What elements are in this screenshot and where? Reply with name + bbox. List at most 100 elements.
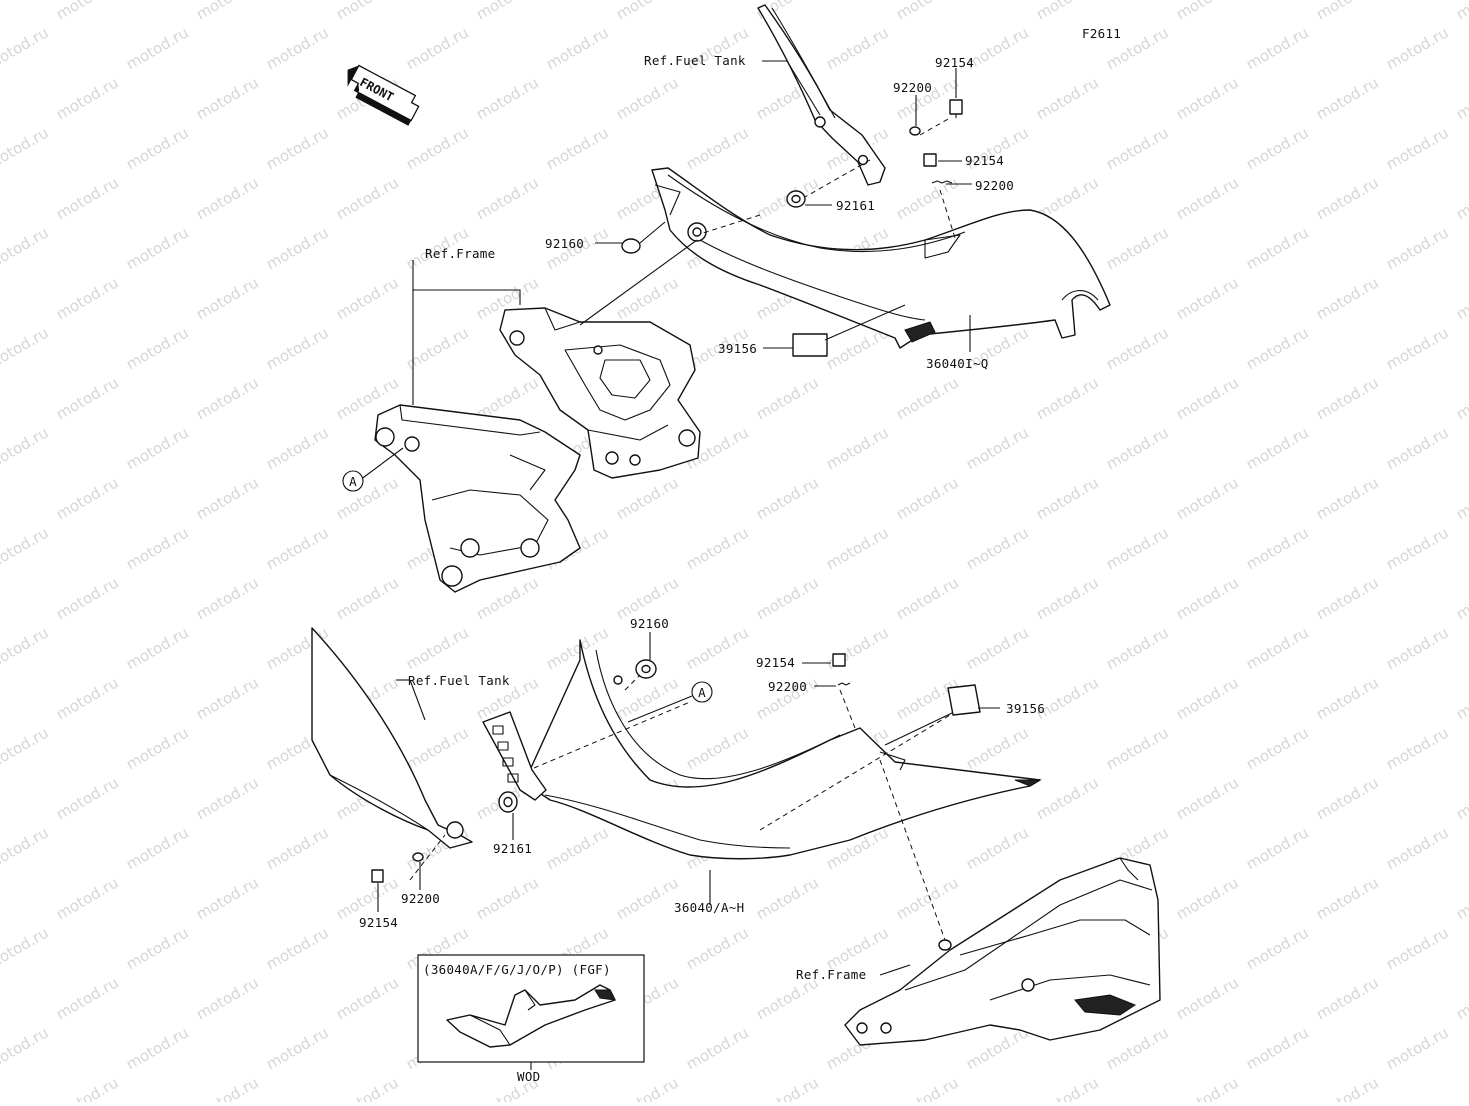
fasteners-upper [621, 99, 963, 357]
watermark-text: motod.ru [1103, 123, 1172, 173]
ref-a-bottom-marker: A [691, 681, 713, 703]
watermark-text: motod.ru [613, 73, 682, 123]
watermark-text: motod.ru [1453, 673, 1469, 723]
part-36040ah-label: 36040/A~H [674, 900, 744, 915]
side-cover-upper [651, 167, 1111, 349]
watermark-text: motod.ru [1383, 23, 1452, 73]
watermark-text: motod.ru [1313, 873, 1382, 923]
watermark-text: motod.ru [613, 473, 682, 523]
part-39156-bottom-label: 39156 [1006, 701, 1045, 716]
watermark-text: motod.ru [0, 23, 52, 73]
watermark-text: motod.ru [263, 823, 332, 873]
watermark-text: motod.ru [1033, 473, 1102, 523]
side-cover-lower [529, 639, 1042, 860]
watermark-text: motod.ru [893, 0, 962, 23]
watermark-text: motod.ru [473, 573, 542, 623]
watermark-text: motod.ru [1313, 473, 1382, 523]
ref-frame-bottom-label: Ref.Frame [796, 967, 866, 982]
watermark-text: motod.ru [403, 123, 472, 173]
watermark-text: motod.ru [193, 173, 262, 223]
watermark-text: motod.ru [1313, 573, 1382, 623]
watermark-text: motod.ru [123, 823, 192, 873]
watermark-text: motod.ru [683, 523, 752, 573]
watermark-text: motod.ru [1103, 323, 1172, 373]
watermark-text: motod.ru [1453, 273, 1469, 323]
part-92200-a-label: 92200 [893, 80, 932, 95]
cover-mount-bracket [482, 711, 547, 801]
watermark-text: motod.ru [193, 873, 262, 923]
fuel-tank-top [757, 4, 886, 186]
watermark-text: motod.ru [403, 723, 472, 773]
watermark-text: motod.ru [1313, 273, 1382, 323]
watermark-text: motod.ru [193, 673, 262, 723]
part-92161-bottom-label: 92161 [493, 841, 532, 856]
watermark-text: motod.ru [1243, 123, 1312, 173]
watermark-text: motod.ru [1173, 173, 1242, 223]
watermark-text: motod.ru [543, 823, 612, 873]
watermark-text: motod.ru [543, 23, 612, 73]
watermark-text: motod.ru [53, 173, 122, 223]
watermark-text: motod.ru [193, 1073, 262, 1102]
watermark-text: motod.ru [193, 973, 262, 1023]
watermark-text: motod.ru [263, 1023, 332, 1073]
part-92160-bottom-label: 92160 [630, 616, 669, 631]
watermark-text: motod.ru [1453, 473, 1469, 523]
watermark-text: motod.ru [193, 773, 262, 823]
watermark-text: motod.ru [823, 523, 892, 573]
watermark-text: motod.ru [1103, 523, 1172, 573]
watermark-text: motod.ru [1173, 573, 1242, 623]
watermark-text: motod.ru [1453, 73, 1469, 123]
watermark-text: motod.ru [1103, 423, 1172, 473]
watermark-text: motod.ru [333, 0, 402, 23]
watermark-text: motod.ru [893, 573, 962, 623]
inset-header: (36040A/F/G/J/O/P) (FGF) [423, 962, 611, 977]
watermark-text: motod.ru [263, 223, 332, 273]
watermark-text: motod.ru [53, 373, 122, 423]
watermark-text: motod.ru [753, 473, 822, 523]
watermark-text: motod.ru [753, 873, 822, 923]
inset-caption: WOD [517, 1069, 540, 1084]
watermark-text: motod.ru [473, 0, 542, 23]
watermark-text: motod.ru [613, 273, 682, 323]
watermark-text: motod.ru [893, 1073, 962, 1102]
watermark-text: motod.ru [963, 823, 1032, 873]
part-92154-a-label: 92154 [935, 55, 974, 70]
watermark-text: motod.ru [53, 473, 122, 523]
watermark-text: motod.ru [543, 123, 612, 173]
watermark-text: motod.ru [683, 123, 752, 173]
watermark-text: motod.ru [1313, 73, 1382, 123]
watermark-text: motod.ru [1033, 73, 1102, 123]
watermark-text: motod.ru [123, 123, 192, 173]
ref-a-top-label: A [349, 474, 357, 489]
watermark-text: motod.ru [1383, 823, 1452, 873]
watermark-text: motod.ru [1173, 73, 1242, 123]
watermark-text: motod.ru [1103, 723, 1172, 773]
watermark-text: motod.ru [683, 623, 752, 673]
watermark-text: motod.ru [1033, 773, 1102, 823]
watermark-text: motod.ru [123, 1023, 192, 1073]
ref-fuel-tank-bottom-label: Ref.Fuel Tank [408, 673, 510, 688]
watermark-text: motod.ru [1383, 423, 1452, 473]
watermark-text: motod.ru [963, 423, 1032, 473]
watermark-text: motod.ru [1313, 173, 1382, 223]
watermark-text: motod.ru [0, 1023, 52, 1073]
watermark-text: motod.ru [1243, 523, 1312, 573]
ref-a-top-marker: A [342, 470, 364, 492]
variant-inset: (36040A/F/G/J/O/P) (FGF) WOD [417, 954, 645, 1084]
watermark-text: motod.ru [893, 173, 962, 223]
part-92161-top-label: 92161 [836, 198, 875, 213]
watermark-text: motod.ru [0, 523, 52, 573]
watermark-text: motod.ru [1103, 623, 1172, 673]
watermark-text: motod.ru [53, 773, 122, 823]
part-92154-b-label: 92154 [965, 153, 1004, 168]
watermark-text: motod.ru [1243, 723, 1312, 773]
watermark-text: motod.ru [1243, 323, 1312, 373]
watermark-text: motod.ru [333, 573, 402, 623]
watermark-text: motod.ru [1243, 923, 1312, 973]
figure-code: F2611 [1082, 26, 1121, 41]
watermark-text: motod.ru [1173, 773, 1242, 823]
watermark-text: motod.ru [1453, 173, 1469, 223]
watermark-text: motod.ru [1173, 673, 1242, 723]
leader-lines-lower [377, 632, 1000, 976]
